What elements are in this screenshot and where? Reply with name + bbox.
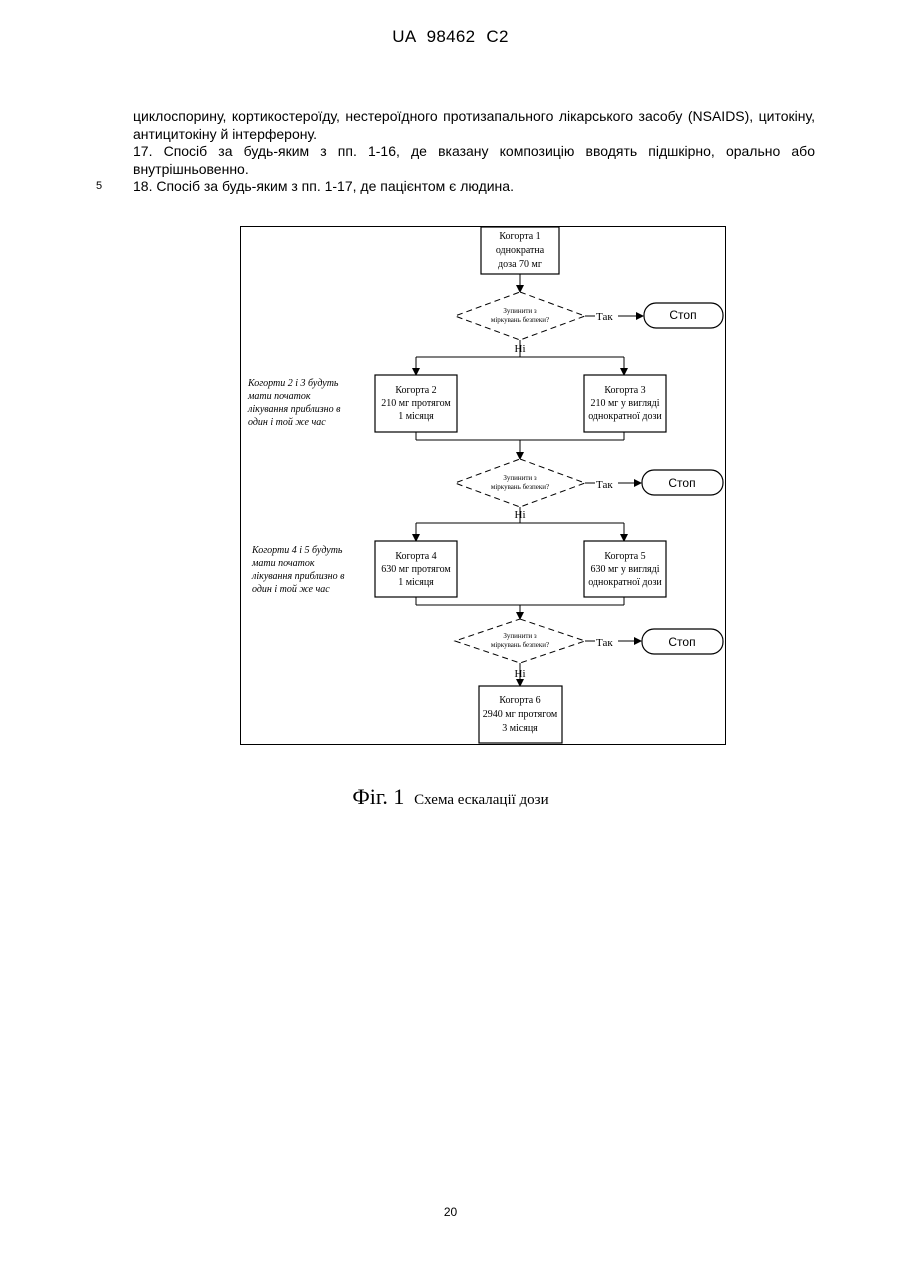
- cohort-1-title: Когорта 1: [499, 231, 540, 242]
- figure-title: Схема ескалації дози: [414, 792, 548, 808]
- cohort-5-line2: 630 мг у вигляді: [590, 564, 659, 575]
- cohort-5-line3: однократної дози: [588, 577, 662, 588]
- cohort-5-title: Когорта 5: [604, 551, 645, 562]
- stop-1-label: Стоп: [669, 308, 696, 322]
- decision-3-line2: міркувань безпеки?: [491, 641, 549, 649]
- cohort-2-line3: 1 місяця: [398, 411, 434, 422]
- note-23-line2: мати початок: [247, 391, 311, 402]
- cohort-2-line2: 210 мг протягом: [381, 398, 451, 409]
- cohort-1-line3: доза 70 мг: [498, 259, 542, 270]
- note-23-line3: лікування приблизно в: [247, 404, 341, 415]
- cohort-6-line3: 3 місяця: [502, 723, 538, 734]
- cohort-6-line2: 2940 мг протягом: [483, 709, 558, 720]
- figure-label: Фіг. 1: [352, 784, 404, 809]
- cohort-4-line2: 630 мг протягом: [381, 564, 451, 575]
- claim-continuation: циклоспорину, кортикостероїду, нестероїд…: [133, 108, 815, 143]
- figure-caption: Фіг. 1 Схема ескалації дози: [0, 784, 901, 810]
- line-number: 5: [96, 180, 102, 192]
- decision-1-yes-label: Так: [596, 311, 613, 323]
- dose-escalation-flowchart: Когорта 1 однократна доза 70 мг Зупинити…: [240, 226, 726, 745]
- decision-1-no-label: Ні: [515, 343, 526, 355]
- claims-text: циклоспорину, кортикостероїду, нестероїд…: [133, 108, 815, 196]
- decision-2-no-label: Ні: [515, 509, 526, 521]
- cohort-3-line2: 210 мг у вигляді: [590, 398, 659, 409]
- decision-3-yes-label: Так: [596, 637, 613, 649]
- decision-2-line2: міркувань безпеки?: [491, 483, 549, 491]
- claim-18: 18. Спосіб за будь-яким з пп. 1-17, де п…: [133, 178, 815, 196]
- note-45-line2: мати початок: [251, 558, 315, 569]
- decision-3-no-label: Ні: [515, 668, 526, 680]
- decision-2-yes-label: Так: [596, 479, 613, 491]
- cohort-6-title: Когорта 6: [499, 695, 540, 706]
- note-45-line3: лікування приблизно в: [251, 571, 345, 582]
- stop-3-label: Стоп: [668, 635, 695, 649]
- note-45-line4: один і той же час: [252, 584, 330, 595]
- page-number: 20: [0, 1205, 901, 1219]
- cohort-3-line3: однократної дози: [588, 411, 662, 422]
- cohort-4-line3: 1 місяця: [398, 577, 434, 588]
- claim-17: 17. Спосіб за будь-яким з пп. 1-16, де в…: [133, 143, 815, 178]
- cohort-2-title: Когорта 2: [395, 385, 436, 396]
- decision-1-line1: Зупинити з: [503, 307, 537, 315]
- cohort-3-title: Когорта 3: [604, 385, 645, 396]
- note-45-line1: Когорти 4 і 5 будуть: [251, 545, 343, 556]
- decision-1-line2: міркувань безпеки?: [491, 316, 549, 324]
- decision-2-line1: Зупинити з: [503, 474, 537, 482]
- cohort-4-title: Когорта 4: [395, 551, 436, 562]
- note-23-line4: один і той же час: [248, 417, 326, 428]
- patent-header: UA 98462 C2: [0, 27, 901, 47]
- note-23-line1: Когорти 2 і 3 будуть: [247, 378, 339, 389]
- stop-2-label: Стоп: [668, 476, 695, 490]
- decision-3-line1: Зупинити з: [503, 632, 537, 640]
- cohort-1-line2: однократна: [496, 245, 545, 256]
